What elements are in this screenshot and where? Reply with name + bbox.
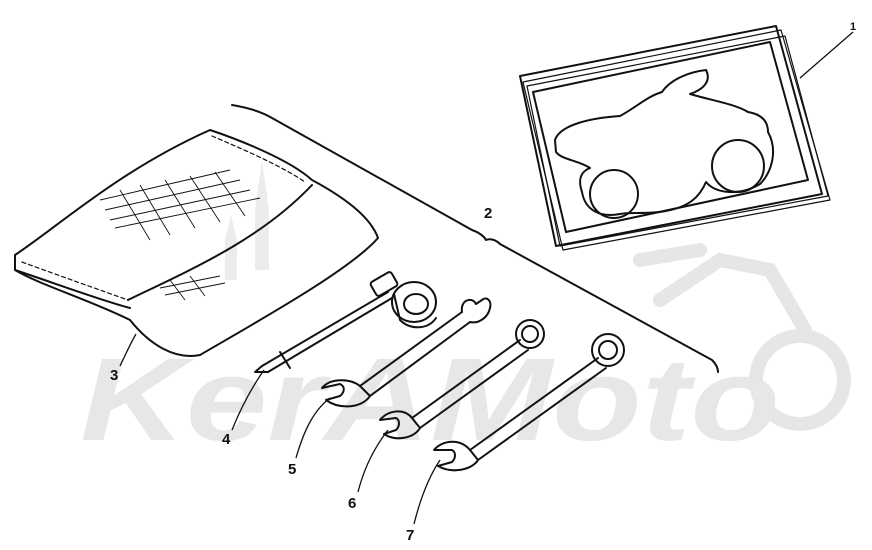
callout-2: 2 xyxy=(484,205,492,222)
watermark-motorcycle-icon xyxy=(633,243,851,431)
leader-lines xyxy=(119,31,854,525)
atv-outline-icon xyxy=(554,69,775,216)
callout-5: 5 xyxy=(288,461,296,478)
callout-3: 3 xyxy=(110,367,118,384)
wrench-7 xyxy=(433,333,625,472)
callout-1: 1 xyxy=(850,21,856,33)
tool-kit-bracket xyxy=(231,104,719,373)
watermark-castle-icon xyxy=(225,160,269,280)
watermark-text: KerAMoto xyxy=(80,334,780,466)
callout-4: 4 xyxy=(222,431,231,448)
owners-manual-book xyxy=(519,25,831,251)
spark-plug-wrench xyxy=(254,271,437,373)
callout-6: 6 xyxy=(348,495,356,512)
fabric-texture xyxy=(99,169,261,301)
wrench-5 xyxy=(321,297,492,408)
callout-7: 7 xyxy=(406,527,414,544)
wrench-6 xyxy=(379,319,545,440)
callout-labels: 1 2 3 4 5 6 7 xyxy=(110,21,856,544)
tool-pouch xyxy=(14,129,379,357)
